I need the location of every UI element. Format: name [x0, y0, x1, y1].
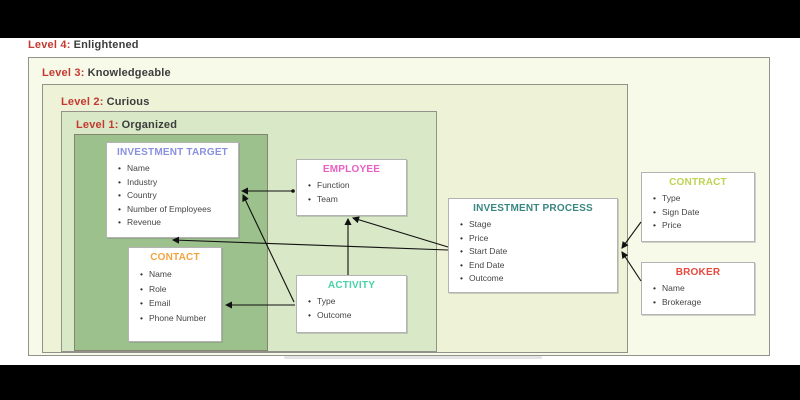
field-item: Price	[460, 232, 613, 246]
field-item: Industry	[118, 176, 234, 190]
level-3-label-name: Knowledgeable	[87, 67, 171, 79]
field-item: Brokerage	[653, 296, 750, 310]
entity-employee-fields: Function Team	[297, 179, 406, 206]
entity-contact-title: CONTACT	[150, 252, 200, 263]
entity-broker-title: BROKER	[675, 267, 721, 278]
level-4-label-name: Enlightened	[73, 39, 139, 51]
entity-employee: EMPLOYEE Function Team	[296, 159, 407, 216]
entity-contract: CONTRACT Type Sign Date Price	[641, 172, 755, 242]
field-item: Name	[140, 267, 217, 282]
level-1-label: Level 1:Organized	[76, 118, 177, 132]
bottom-strip-artifact	[284, 356, 542, 359]
field-item: Name	[653, 282, 750, 296]
letterbox-top	[0, 0, 800, 38]
field-item: Function	[308, 179, 402, 193]
entity-investment-target-fields: Name Industry Country Number of Employee…	[107, 162, 238, 230]
field-item: Start Date	[460, 245, 613, 259]
entity-activity: ACTIVITY Type Outcome	[296, 275, 407, 333]
level-1-label-prefix: Level 1:	[76, 119, 119, 131]
field-item: Role	[140, 282, 217, 297]
entity-investment-target-title: INVESTMENT TARGET	[117, 147, 228, 158]
level-1-label-name: Organized	[121, 119, 178, 131]
field-item: Type	[308, 295, 402, 309]
level-2-label-prefix: Level 2:	[61, 96, 104, 108]
field-item: Outcome	[308, 309, 402, 323]
level-2-label-name: Curious	[106, 96, 150, 108]
field-item: Phone Number	[140, 311, 217, 326]
level-4-label-prefix: Level 4:	[28, 39, 71, 51]
entity-contract-title: CONTRACT	[669, 177, 727, 188]
level-4-label: Level 4:Enlightened	[28, 38, 139, 52]
field-item: Email	[140, 296, 217, 311]
entity-employee-title: EMPLOYEE	[322, 164, 381, 175]
entity-investment-process-title: INVESTMENT PROCESS	[473, 203, 593, 214]
field-item: End Date	[460, 259, 613, 273]
level-3-label-prefix: Level 3:	[42, 67, 85, 79]
field-item: Team	[308, 193, 402, 207]
field-item: Stage	[460, 218, 613, 232]
entity-contact-fields: Name Role Email Phone Number	[129, 267, 221, 325]
field-item: Type	[653, 192, 750, 206]
entity-contract-fields: Type Sign Date Price	[642, 192, 754, 233]
entity-activity-fields: Type Outcome	[297, 295, 406, 322]
level-3-label: Level 3:Knowledgeable	[42, 66, 171, 80]
field-item: Name	[118, 162, 234, 176]
field-item: Sign Date	[653, 206, 750, 220]
entity-investment-target: INVESTMENT TARGET Name Industry Country …	[106, 142, 239, 238]
entity-activity-title: ACTIVITY	[327, 280, 376, 291]
entity-broker-fields: Name Brokerage	[642, 282, 754, 309]
entity-investment-process: INVESTMENT PROCESS Stage Price Start Dat…	[448, 198, 618, 293]
field-item: Outcome	[460, 272, 613, 286]
field-item: Country	[118, 189, 234, 203]
entity-broker: BROKER Name Brokerage	[641, 262, 755, 315]
level-2-label: Level 2:Curious	[61, 95, 150, 109]
field-item: Price	[653, 219, 750, 233]
field-item: Number of Employees	[118, 203, 234, 217]
field-item: Revenue	[118, 216, 234, 230]
entity-investment-process-fields: Stage Price Start Date End Date Outcome	[449, 218, 617, 286]
entity-contact: CONTACT Name Role Email Phone Number	[128, 247, 222, 342]
letterbox-bottom	[0, 365, 800, 400]
